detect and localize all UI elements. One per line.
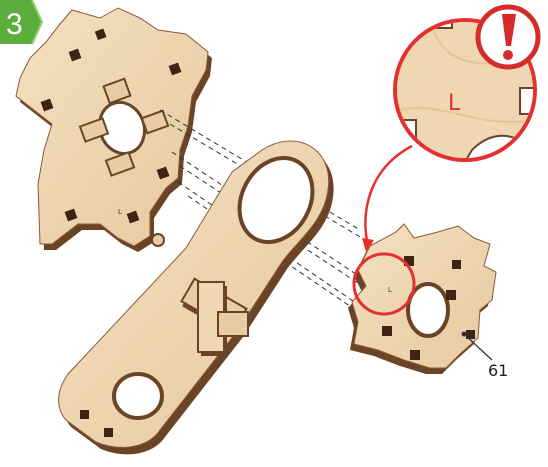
warning-icon [478, 7, 538, 67]
large-plate: L [16, 8, 212, 252]
zoom-mark: L [448, 91, 461, 116]
round-part-61: L [348, 224, 496, 374]
large-plate-mark: L [118, 208, 122, 216]
step-number: 3 [6, 8, 23, 41]
round-part-mark: L [388, 286, 392, 294]
part-number-61: 61 [488, 361, 508, 380]
step-badge: 3 [0, 0, 42, 44]
